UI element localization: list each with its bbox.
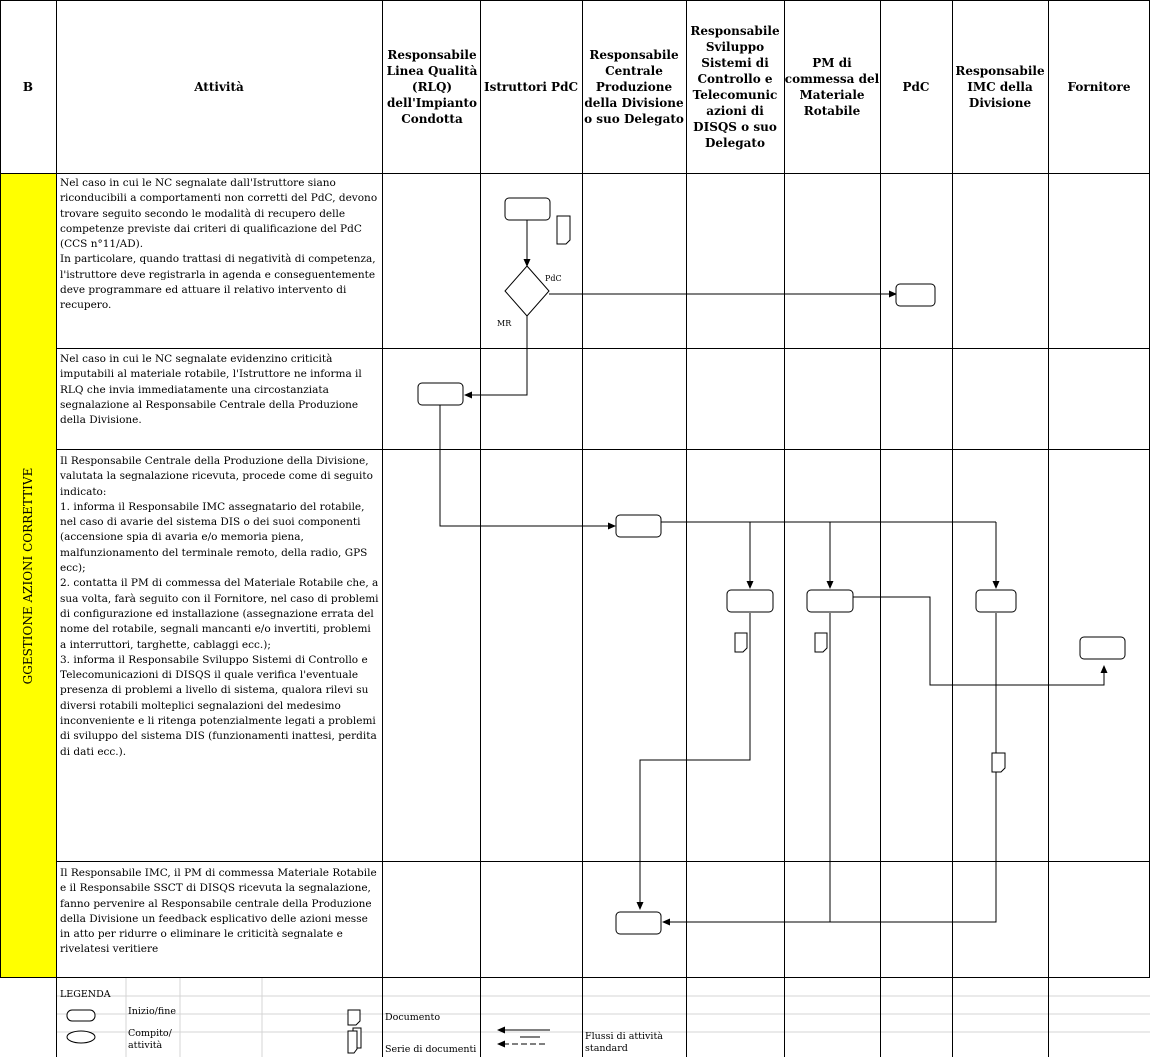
flow-connectors [439,220,1108,926]
flow-shapes [417,197,1126,935]
legend-symbols [66,1009,362,1054]
legend-document-icon [347,1009,361,1026]
istruttori-document-icon [556,215,571,245]
sviluppo-document-icon [734,632,748,653]
header-col-resp-centrale: Responsabile Centrale Produzione della D… [584,47,684,126]
activity-2: Nel caso in cui le NC segnalate evidenzi… [60,353,362,427]
header-col-pm: PM di commessa del Materiale Rotabile [784,55,880,118]
legend-documento: Documento [385,1012,441,1023]
pm-task-box [806,589,854,613]
sviluppo-task-box [726,589,774,613]
header-col-fornitore: Fornitore [1067,79,1131,94]
legend-doc-series-icon-front [347,1030,358,1054]
legend-gridlines [56,978,1150,1057]
header-col-sviluppo: Responsabile Sviluppo Sistemi di Control… [690,23,780,150]
activity-1: Nel caso in cui le NC segnalate dall'Ist… [60,177,378,312]
resp-centrale-feedback-box [615,911,662,935]
header-col-pdc: PdC [902,79,930,94]
rlq-task-box [417,382,464,406]
activity-4: Il Responsabile IMC, il PM di commessa M… [60,867,377,956]
legend-serie-documenti: Serie di documenti [385,1044,477,1055]
header-col-istruttori: Istruttori PdC [483,79,579,94]
header-col-imc: Responsabile IMC della Divisione [955,63,1045,110]
decision-diamond [504,265,550,317]
legend-flow-arrows [497,1026,550,1048]
legend-inizio-fine: Inizio/fine [128,1006,176,1017]
istruttori-task-box [504,197,551,221]
fornitore-task-box [1079,636,1126,660]
resp-centrale-task-box [615,514,662,538]
legend-flussi: Flussi di attività standard [585,1031,663,1054]
decision-yes-label: PdC [545,274,562,283]
header-col-b: B [22,79,34,94]
section-band [0,173,56,978]
legend-task-icon [66,1030,96,1044]
legend-compito: Compito/ attività [128,1028,172,1051]
imc-document-icon [991,752,1006,773]
legend-terminator-icon [66,1009,96,1022]
pm-document-icon [814,632,828,653]
activity-3: Il Responsabile Centrale della Produzion… [60,455,379,758]
legend-title: LEGENDA [60,989,111,1000]
header-col-attivita: Attività [194,79,244,94]
header-col-rlq: Responsabile Linea Qualità (RLQ) dell'Im… [386,47,478,126]
imc-task-box [975,589,1017,613]
pdc-task-box [895,283,936,307]
decision-no-label: MR [497,319,512,328]
